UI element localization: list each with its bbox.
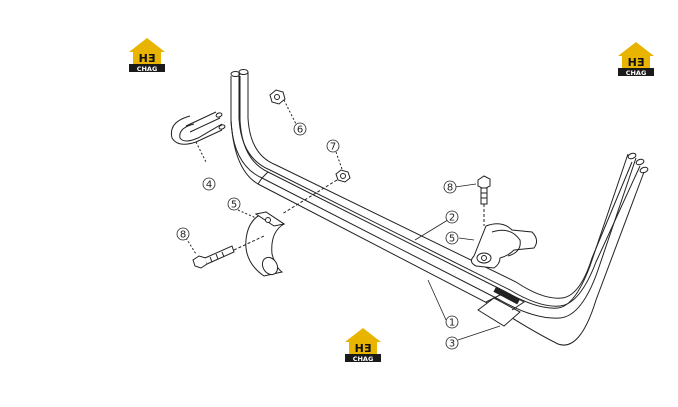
stabilizer-bar	[230, 69, 649, 346]
logo-watermark-top-left: HƎ CHAG	[129, 38, 165, 73]
bushing-left	[237, 209, 286, 277]
callout-6: 6	[293, 122, 307, 136]
callout-1: 1	[445, 315, 459, 329]
bolt-left	[185, 235, 265, 269]
svg-text:1: 1	[449, 318, 455, 329]
svg-text:CHAG: CHAG	[137, 65, 158, 73]
svg-text:3: 3	[449, 339, 455, 350]
svg-text:HƎ: HƎ	[355, 342, 372, 355]
callout-5-right: 5	[445, 231, 459, 245]
callout-8-right: 8	[443, 180, 457, 194]
bar-clamp	[477, 286, 525, 327]
svg-text:HƎ: HƎ	[628, 56, 645, 69]
callout-2: 2	[445, 210, 459, 224]
svg-text:4: 4	[206, 180, 212, 191]
svg-text:HƎ: HƎ	[139, 52, 156, 65]
bolt-right	[477, 175, 491, 226]
callout-5-left: 5	[227, 197, 241, 211]
logo-watermark-top-right: HƎ CHAG	[618, 42, 654, 77]
logo-watermark-bottom: HƎ CHAG	[345, 328, 381, 363]
nut-part-6	[269, 89, 297, 125]
svg-text:2: 2	[449, 213, 455, 224]
svg-text:5: 5	[231, 200, 237, 211]
bushing-right	[470, 223, 538, 269]
callout-7: 7	[326, 139, 340, 153]
svg-text:8: 8	[180, 230, 186, 241]
callout-4: 4	[202, 177, 216, 191]
svg-text:CHAG: CHAG	[626, 69, 647, 77]
svg-text:5: 5	[449, 234, 455, 245]
callout-3: 3	[445, 336, 459, 350]
svg-text:CHAG: CHAG	[353, 355, 374, 363]
callout-8-left: 8	[176, 227, 190, 241]
svg-text:6: 6	[297, 125, 303, 136]
svg-text:7: 7	[330, 142, 336, 153]
leader-lines	[414, 183, 501, 341]
svg-text:8: 8	[447, 183, 453, 194]
nut-part-7	[281, 151, 351, 215]
u-bolt	[170, 111, 226, 163]
